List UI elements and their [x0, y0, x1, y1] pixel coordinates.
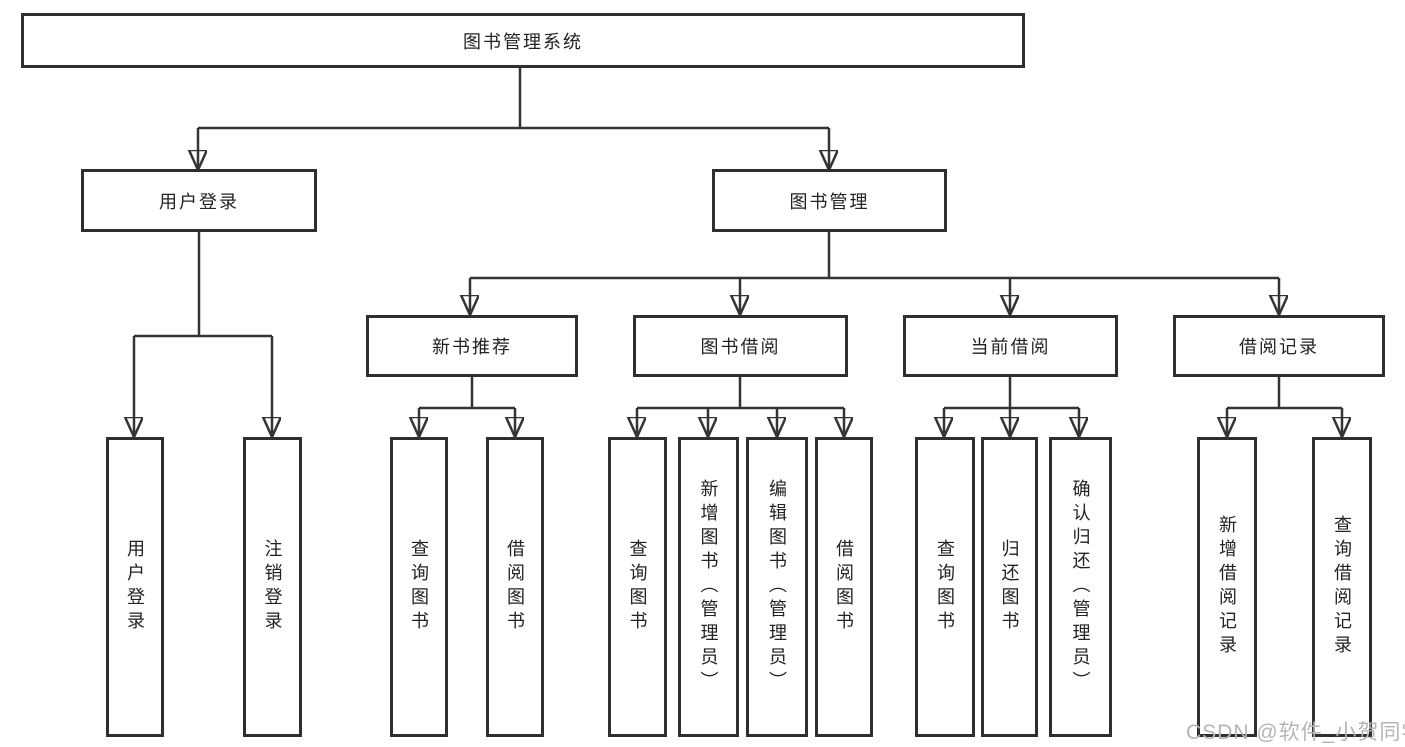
connector-current-group: [944, 377, 1079, 437]
leaf-borrow-edit-books-admin: 编辑图书（管理员）: [746, 437, 808, 737]
leaf-current-return-books: 归还图书: [981, 437, 1038, 737]
connector-user-login-group: [134, 232, 272, 437]
leaf-records-query-record: 查询借阅记录: [1312, 437, 1372, 737]
leaf-current-confirm-return-admin: 确认归还（管理员）: [1049, 437, 1112, 737]
connector-recommend-group: [419, 377, 515, 437]
connector-borrow-group: [637, 377, 844, 437]
connector-records-group: [1227, 377, 1342, 437]
node-book-management: 图书管理: [712, 169, 947, 232]
connector-book-management-to-level3: [470, 232, 1279, 315]
node-new-book-recommend: 新书推荐: [366, 315, 578, 377]
leaf-recommend-borrow-books: 借阅图书: [486, 437, 544, 737]
leaf-borrow-add-books-admin: 新增图书（管理员）: [678, 437, 739, 737]
node-book-borrow: 图书借阅: [633, 315, 848, 377]
connector-root-to-level2: [198, 68, 829, 170]
node-current-borrow: 当前借阅: [903, 315, 1118, 377]
node-root-library-system: 图书管理系统: [21, 13, 1025, 68]
leaf-records-add-record: 新增借阅记录: [1197, 437, 1257, 737]
leaf-user-login: 用户登录: [106, 437, 164, 737]
leaf-borrow-query-books: 查询图书: [608, 437, 667, 737]
leaf-logout: 注销登录: [243, 437, 302, 737]
node-user-login: 用户登录: [81, 169, 317, 232]
node-borrow-records: 借阅记录: [1173, 315, 1385, 377]
leaf-borrow-borrow-books: 借阅图书: [815, 437, 873, 737]
leaf-current-query-books: 查询图书: [915, 437, 975, 737]
leaf-recommend-query-books: 查询图书: [390, 437, 448, 737]
